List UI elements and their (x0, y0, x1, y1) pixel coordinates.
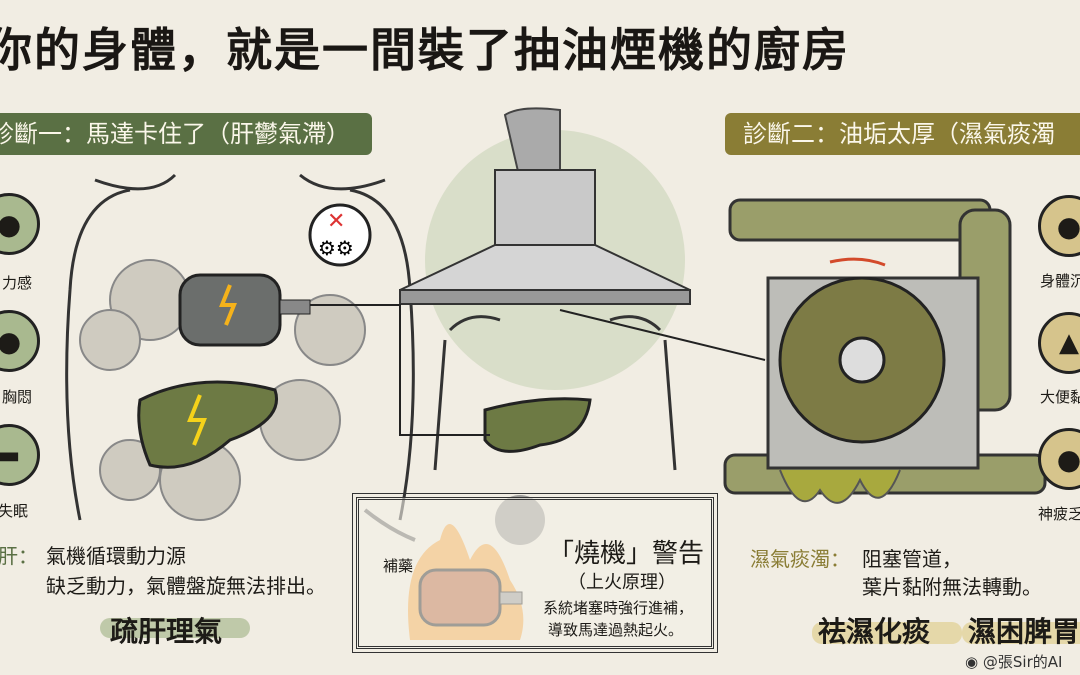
gears-error-bubble: ✕⚙⚙ (308, 203, 372, 267)
weibo-icon: ◉ (965, 653, 979, 671)
liver-illustration (137, 380, 278, 469)
right-treatment-1: 祛濕化痰 (818, 615, 931, 648)
warning-line-2: 導致馬達過熱起火。 (548, 621, 684, 639)
warning-box (352, 493, 718, 653)
fan-illustration (766, 276, 980, 504)
left-torso-illustration (65, 173, 415, 521)
tired-icon: ● (1038, 428, 1080, 490)
tonic-label: 補藥 (383, 557, 414, 575)
warning-line-1: 系統堵塞時強行進補， (543, 599, 694, 617)
watermark-text: @張Sir的AI (982, 653, 1063, 671)
left-brush-highlight (100, 618, 250, 638)
left-desc-2: 缺乏動力，氣體盤旋無法排出。 (46, 574, 326, 598)
connector-lines (310, 304, 766, 436)
warning-title: 「燒機」警告 (548, 539, 705, 569)
center-torso (433, 315, 677, 471)
warning-subtitle: （上火原理） (568, 572, 676, 593)
rotation-arrow (829, 257, 886, 267)
watermark: ◉ @張Sir的AI (965, 651, 1062, 672)
cause-label: 濕氣痰濁： (750, 547, 850, 571)
center-liver (483, 397, 592, 453)
heavy-body-icon: ● (1038, 195, 1080, 257)
svg-text:⚙⚙: ⚙⚙ (318, 236, 354, 260)
right-desc-2: 葉片黏附無法轉動。 (862, 575, 1042, 599)
symptom-label: 大便黏 (1040, 388, 1080, 406)
symptom-label: 身體沉 (1040, 272, 1080, 290)
right-brush-highlight-1 (812, 622, 962, 644)
motor-illustration (178, 273, 311, 347)
right-desc-1: 阻塞管道， (862, 547, 962, 571)
toilet-icon: ▲ (1038, 312, 1080, 374)
symptom-label: 力感 (2, 274, 33, 292)
range-hood-illustration (399, 107, 691, 305)
right-brush-highlight-2 (962, 622, 1080, 644)
symptom-label: 神疲乏 (1038, 505, 1080, 523)
left-treatment: 疏肝理氣 (110, 615, 223, 648)
organ-label: 肝： (0, 544, 38, 568)
symptom-label: 失眠 (0, 502, 29, 520)
diagnosis-two-banner: 診斷二：油垢太厚（濕氣痰濁 (725, 113, 1080, 155)
symptom-label: 胸悶 (2, 388, 33, 406)
right-treatment-2: 濕困脾胃 (968, 615, 1080, 648)
diagnosis-one-banner: 診斷一：馬達卡住了（肝鬱氣滯） (0, 113, 372, 155)
svg-text:✕: ✕ (327, 209, 345, 234)
page-title: 你的身體，就是一間裝了抽油煙機的廚房 (0, 23, 850, 77)
insomnia-icon: ▬ (0, 424, 40, 486)
smoke-clouds (79, 259, 366, 521)
left-desc-1: 氣機循環動力源 (46, 544, 186, 568)
